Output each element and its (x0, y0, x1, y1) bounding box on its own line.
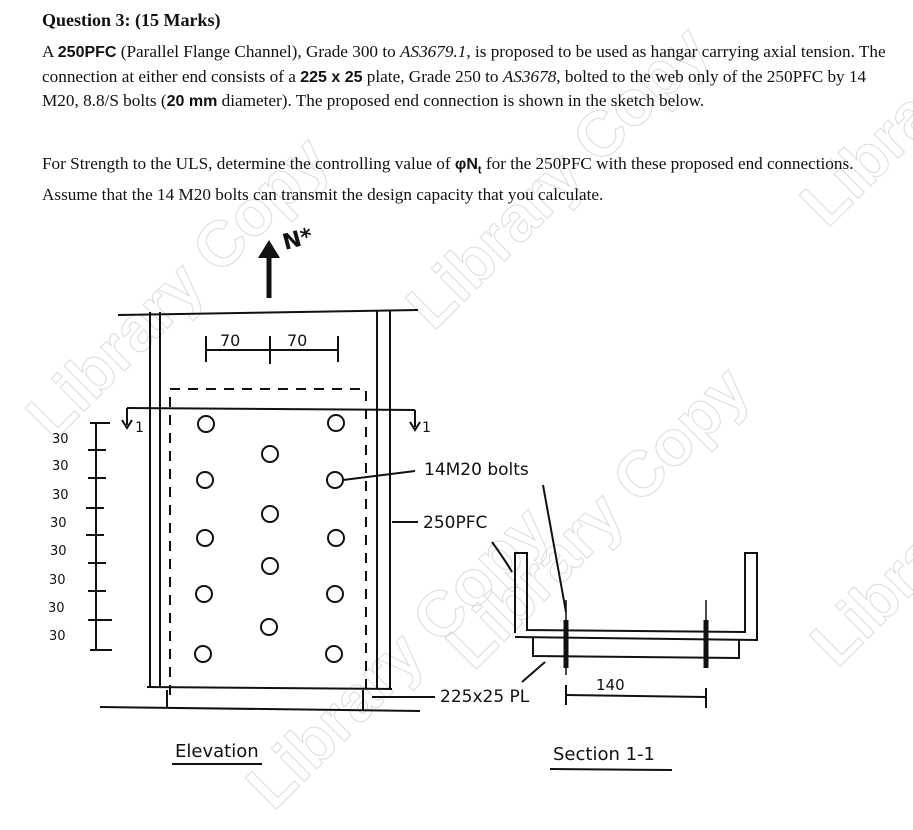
svg-text:30: 30 (52, 459, 69, 474)
bolts-label: 14M20 bolts (424, 460, 529, 480)
load-label: N* (280, 224, 316, 256)
bolts-section-leader (542, 484, 567, 613)
svg-text:30: 30 (50, 544, 67, 559)
gauge-right-label: 70 (287, 331, 307, 350)
pfc-elevation (146, 310, 393, 690)
plate-hidden-outline (169, 388, 367, 695)
section-cut-line (121, 407, 421, 432)
pitch-dimension (86, 422, 112, 651)
plate-section-leader (521, 661, 546, 683)
elevation-caption: Elevation (175, 741, 259, 762)
svg-text:30: 30 (52, 432, 69, 447)
pfc-label: 250PFC (423, 513, 487, 533)
section-gauge-dimension (565, 685, 707, 708)
load-arrow-icon (258, 240, 280, 298)
svg-text:30: 30 (49, 573, 66, 588)
plate-bottom (99, 706, 421, 712)
section-caption: Section 1-1 (553, 744, 655, 765)
section-marker-left: 1 (135, 420, 144, 436)
section-marker-right: 1 (422, 420, 431, 436)
pfc-section-leader (491, 541, 513, 573)
pitch-labels: 30 30 30 30 30 30 30 30 (48, 432, 69, 644)
svg-text:30: 30 (50, 516, 67, 531)
svg-text:30: 30 (48, 601, 65, 616)
gauge-dimension (205, 336, 339, 364)
plate-label: 225x25 PL (440, 687, 530, 707)
break-line (117, 309, 419, 316)
question-paragraph-1: A 250PFC (Parallel Flange Channel), Grad… (42, 42, 886, 111)
svg-text:30: 30 (49, 629, 66, 644)
question-paragraph-2: For Strength to the ULS, determine the c… (42, 154, 854, 205)
question-title: Question 3: (15 Marks) (42, 10, 221, 30)
section-gauge-label: 140 (596, 676, 625, 694)
gauge-left-label: 70 (220, 331, 240, 350)
bolts-leader (342, 470, 416, 481)
svg-text:30: 30 (52, 488, 69, 503)
pfc-section (514, 552, 758, 675)
bolt-holes (194, 414, 345, 663)
